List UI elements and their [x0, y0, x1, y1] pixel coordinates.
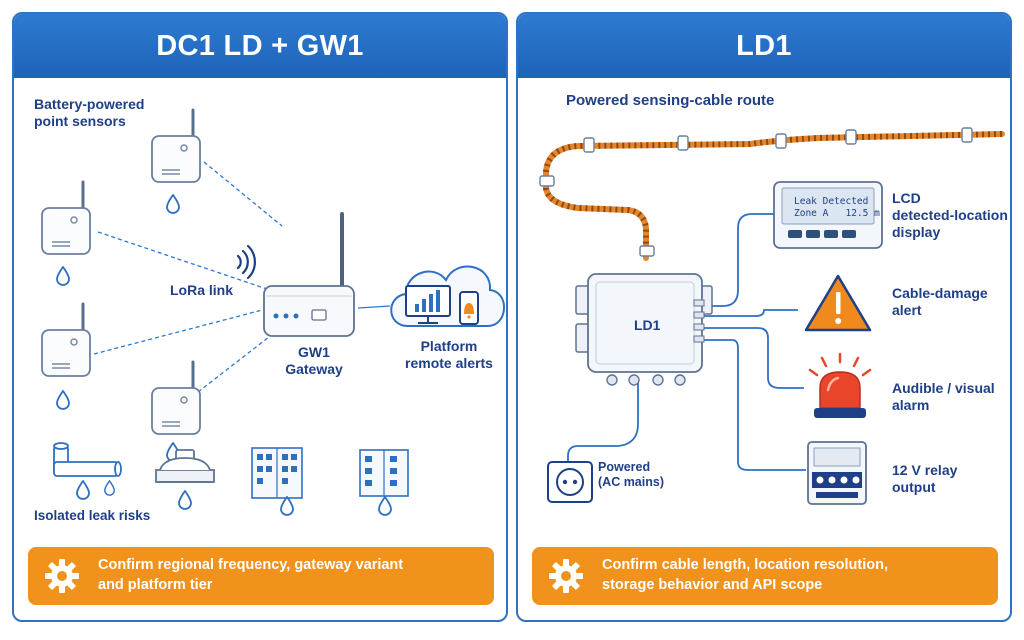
- platform-label: Platform remote alerts: [405, 338, 493, 371]
- water-drop-icon: [166, 194, 180, 214]
- right-diagram-svg: [539, 127, 1005, 505]
- left-panel: DC1 LD + GW1: [12, 12, 508, 622]
- left-panel-title: DC1 LD + GW1: [14, 14, 506, 78]
- right-panel-title: LD1: [518, 14, 1010, 78]
- water-drop-icon: [280, 496, 294, 516]
- sensing-cable: [539, 127, 1005, 261]
- ld1-box-label: LD1: [634, 317, 661, 333]
- lora-link-line: [93, 307, 271, 355]
- left-footer-line: Confirm regional frequency, gateway vari…: [98, 557, 404, 574]
- cable-route-label: Powered sensing-cable route: [566, 92, 775, 109]
- gateway-icon: [263, 212, 355, 337]
- relay-icon: [807, 441, 867, 505]
- lcd-screen-line: Leak Detected: [794, 196, 869, 207]
- gateway-cloud-link: [357, 305, 391, 309]
- power-outlet-icon: [547, 461, 593, 503]
- monitor-chart-icon: [405, 285, 451, 324]
- water-drop-icon: [104, 480, 115, 496]
- battery-sensor-icon: [150, 360, 202, 436]
- warning-triangle-icon: [804, 274, 872, 332]
- water-drop-icon: [378, 496, 392, 516]
- beacon-icon: [808, 352, 872, 418]
- cabinet-icon: [359, 449, 409, 497]
- output-connections: [567, 213, 806, 471]
- left-diagram: [14, 78, 506, 540]
- lora-link-line: [197, 329, 279, 393]
- right-footer-line: Confirm cable length, location resolutio…: [602, 557, 888, 574]
- battery-sensor-icon: [40, 180, 92, 256]
- left-footer-note: Confirm regional frequency, gateway vari…: [28, 547, 494, 605]
- cable-damage-label: Cable-damage alert: [892, 285, 988, 318]
- right-diagram: [518, 78, 1010, 540]
- left-diagram-svg: [40, 108, 505, 516]
- ld1-controller-icon: [575, 273, 713, 386]
- alarm-label: Audible / visual alarm: [892, 380, 995, 413]
- battery-sensor-icon: [40, 302, 92, 378]
- gateway-label: GW1 Gateway: [285, 344, 343, 377]
- lora-link-line: [203, 161, 283, 227]
- battery-sensors-label: Battery-powered point sensors: [34, 96, 145, 129]
- lora-link-label: LoRa link: [170, 282, 234, 298]
- battery-sensor-icon: [150, 108, 202, 184]
- lora-links: [93, 161, 391, 393]
- lcd-screen-line: Zone A 12.5 m: [794, 208, 880, 220]
- water-drop-icon: [56, 266, 70, 286]
- lcd-label: LCD detected-location display: [892, 190, 1008, 240]
- isolated-leak-risks-label: Isolated leak risks: [34, 508, 151, 523]
- right-panel: LD1: [516, 12, 1012, 622]
- water-drop-icon: [56, 390, 70, 410]
- right-footer-note: Confirm cable length, location resolutio…: [532, 547, 998, 605]
- cabinet-icon: [251, 447, 303, 499]
- gear-icon: [549, 559, 583, 593]
- lora-link-line: [97, 231, 271, 291]
- lcd-screen-text: Leak Detected Zone A 12.5 m: [794, 196, 880, 221]
- power-label: Powered (AC mains): [598, 460, 664, 489]
- right-footer-line: storage behavior and API scope: [602, 577, 823, 593]
- relay-label: 12 V relay output: [892, 462, 958, 495]
- wifi-signal-icon: [236, 244, 256, 280]
- water-drop-icon: [178, 490, 192, 510]
- phone-bell-icon: [459, 291, 479, 325]
- lcd-display-icon: [773, 181, 883, 249]
- pipe-icon: [53, 442, 122, 477]
- gear-icon: [45, 559, 79, 593]
- tank-icon: [155, 449, 215, 483]
- left-footer-line: and platform tier: [98, 577, 213, 593]
- water-drop-icon: [76, 480, 90, 500]
